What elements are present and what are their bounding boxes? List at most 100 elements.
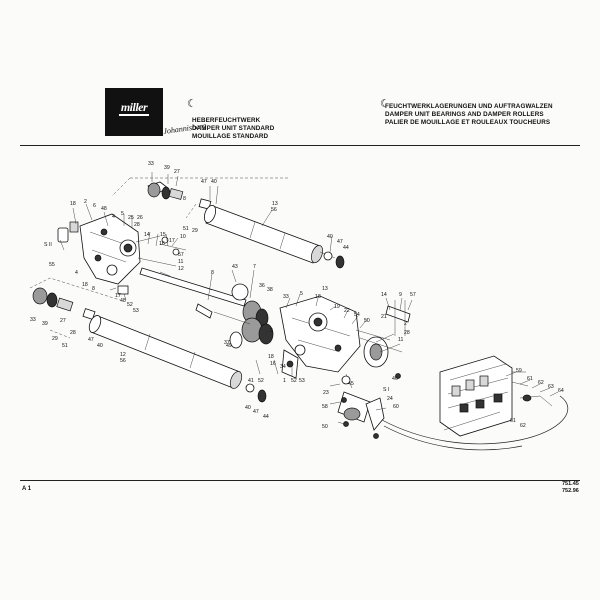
- callout: 15: [160, 232, 166, 238]
- callout: S I: [383, 387, 389, 393]
- callout: 26: [137, 215, 143, 221]
- callout: 8: [92, 286, 95, 292]
- callout: 50: [322, 424, 328, 430]
- callout: 48: [101, 206, 107, 212]
- callout: 61: [527, 376, 533, 382]
- header-left-line: HEBERFEUCHTWERK: [192, 117, 261, 124]
- callout: S II: [44, 242, 52, 248]
- callout: 37: [224, 340, 230, 346]
- drive-shaft: [139, 267, 247, 319]
- callout: 47: [253, 409, 259, 415]
- callout: 8: [183, 196, 186, 202]
- callout: 56: [120, 358, 126, 364]
- right-bearing-housing: [279, 295, 411, 379]
- callout: 12: [178, 266, 184, 272]
- left-bearing-housing: [57, 213, 187, 295]
- callout: 33: [148, 161, 154, 167]
- header-right-line: DAMPER UNIT BEARINGS AND DAMPER ROLLERS: [385, 111, 544, 118]
- callout: 27: [60, 318, 66, 324]
- callout: 51: [183, 226, 189, 232]
- callout: 28: [404, 330, 410, 336]
- callout: 11: [398, 337, 403, 343]
- callout: 18: [70, 201, 76, 207]
- callout: 61: [510, 418, 516, 424]
- callout: 14: [381, 292, 387, 298]
- callout: 47: [337, 239, 343, 245]
- callout: 4: [112, 214, 115, 220]
- header-right: FEUCHTWERKLAGERUNGEN UND AUFTRAGWALZEN D…: [385, 103, 553, 127]
- callout: 44: [343, 245, 349, 251]
- callout: 52: [258, 378, 264, 384]
- header-right-line: PALIER DE MOUILLAGE ET ROULEAUX TOUCHEUR…: [385, 119, 551, 126]
- callout: 17: [169, 238, 175, 244]
- callout: 9: [399, 292, 402, 298]
- callout: 6: [93, 203, 96, 209]
- callout: 7: [253, 264, 256, 270]
- callout: 28: [134, 222, 140, 228]
- callout: 40: [97, 343, 103, 349]
- central-gear-group: [213, 283, 274, 349]
- callout: 33: [283, 294, 289, 300]
- brand-logo-text: miller: [118, 100, 150, 116]
- upper-damper-roller: [111, 177, 345, 269]
- callout: 3: [270, 328, 273, 334]
- callout: 10: [180, 234, 186, 240]
- reference-number: 752.96: [562, 488, 579, 494]
- callout: 16: [270, 361, 276, 367]
- callout: 8: [211, 270, 214, 276]
- callout: 38: [267, 287, 273, 293]
- callout: 41: [248, 378, 254, 384]
- callout: 62: [520, 423, 526, 429]
- header-rule: [20, 145, 580, 146]
- punch-hole-mark: ☾: [187, 98, 197, 110]
- header-left-line: MOUILLAGE STANDARD: [192, 133, 269, 140]
- callout: 50: [364, 318, 370, 324]
- callout: 18: [82, 282, 88, 288]
- header-left: HEBERFEUCHTWERK DAMPER UNIT STANDARD MOU…: [192, 117, 274, 141]
- callout: 36: [259, 283, 265, 289]
- leader-lines: [59, 172, 559, 425]
- callout: 12: [120, 352, 126, 358]
- callout: 44: [263, 414, 269, 420]
- callout: 19: [334, 304, 340, 310]
- callout: 51: [62, 343, 68, 349]
- punch-hole-mark: ☾: [380, 98, 390, 110]
- callout: 18: [268, 354, 274, 360]
- callout: 46: [392, 376, 398, 382]
- callout: 13: [272, 201, 278, 207]
- callout: 22: [344, 308, 350, 314]
- sheet-number: A 1: [22, 486, 32, 492]
- callout: 25: [128, 215, 134, 221]
- callout: 56: [271, 207, 277, 213]
- callout: 63: [548, 384, 554, 390]
- callout: 39: [164, 165, 170, 171]
- callout: 28: [70, 330, 76, 336]
- callout: 24: [387, 396, 393, 402]
- brand-logo: miller: [105, 88, 163, 136]
- callout: 57: [410, 292, 416, 298]
- callout: 58: [322, 404, 328, 410]
- callout: 49: [226, 343, 232, 349]
- lower-damper-roller: [29, 277, 267, 403]
- callout: 40: [245, 405, 251, 411]
- callout: 1: [283, 378, 286, 384]
- reference-number: 751.45: [562, 481, 579, 487]
- callout: 47: [88, 337, 94, 343]
- air-hose: [381, 395, 569, 445]
- callout: 5: [121, 211, 124, 217]
- callout: 43: [232, 264, 238, 270]
- valve-block: [439, 355, 529, 437]
- callout: 33: [30, 317, 36, 323]
- footer-rule: [20, 480, 580, 481]
- callout: 13: [322, 286, 328, 292]
- callout: 60: [393, 404, 399, 410]
- callout: 34: [280, 364, 286, 370]
- callout: 45: [348, 381, 354, 387]
- callout-labels: 33 39 27 47 40 8 51 29 13 56 40 47 44 18…: [30, 161, 564, 430]
- callout: 52: [291, 378, 297, 384]
- callout: 52: [127, 302, 133, 308]
- callout: 23: [323, 390, 329, 396]
- callout: 14: [144, 232, 150, 238]
